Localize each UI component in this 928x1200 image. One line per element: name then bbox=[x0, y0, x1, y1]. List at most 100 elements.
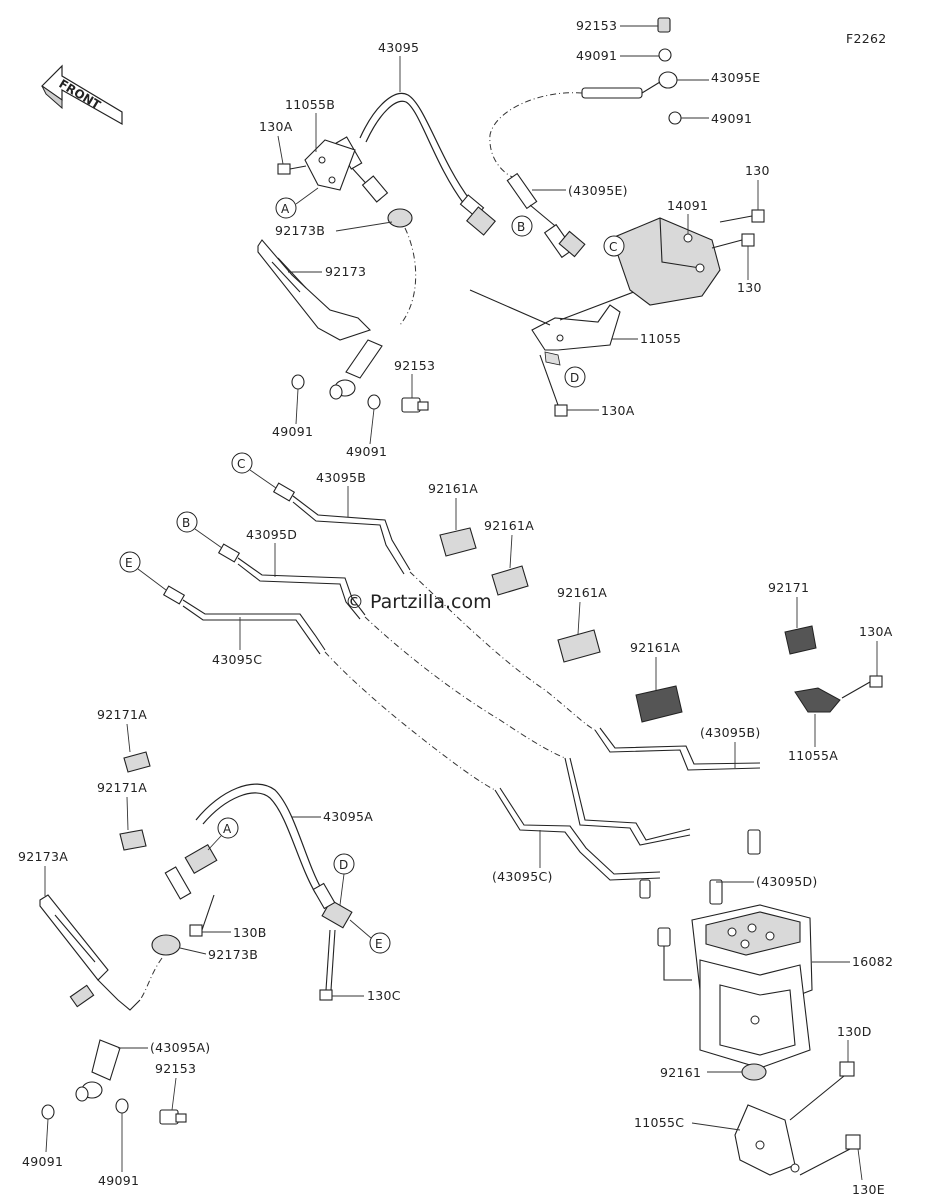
brake-pipe-43095D bbox=[217, 543, 691, 846]
label-92173B-top: 92173B bbox=[275, 223, 325, 238]
damper-92161 bbox=[741, 1063, 767, 1081]
master-cylinder-hose-43095 bbox=[335, 92, 496, 236]
bolts-130-top-right bbox=[711, 209, 765, 249]
label-43095D: 43095D bbox=[246, 527, 297, 542]
bracket-11055A bbox=[794, 675, 883, 713]
label-43095E: 43095E bbox=[711, 70, 760, 85]
front-direction-arrow: FRONT bbox=[41, 64, 123, 126]
callout-B-top: B bbox=[511, 215, 533, 237]
svg-text:E: E bbox=[125, 556, 133, 570]
label-130C: 130C bbox=[367, 988, 401, 1003]
top-fittings-43095E bbox=[489, 17, 682, 259]
label-16082: 16082 bbox=[852, 954, 893, 969]
label-11055A: 11055A bbox=[788, 748, 838, 763]
bolt-130E bbox=[799, 1134, 861, 1176]
bolt-130B bbox=[189, 894, 215, 937]
label-92171A-1: 92171A bbox=[97, 707, 147, 722]
svg-text:C: C bbox=[237, 457, 245, 471]
brake-pipe-43095B bbox=[272, 482, 761, 771]
label-11055C: 11055C bbox=[634, 1115, 684, 1130]
label-92153-top: 92153 bbox=[576, 18, 617, 33]
label-92161A-1: 92161A bbox=[428, 481, 478, 496]
label-130-b: 130 bbox=[737, 280, 762, 295]
clips-92171A bbox=[119, 751, 151, 851]
hose-end-fitting-low bbox=[75, 1039, 121, 1102]
label-49091-top-b: 49091 bbox=[711, 111, 752, 126]
callout-E-mid: E bbox=[119, 551, 167, 591]
callout-E-low: E bbox=[349, 919, 391, 954]
label-130-a: 130 bbox=[745, 163, 770, 178]
grommet-92173B-top bbox=[387, 208, 417, 326]
label-49091-low-left: 49091 bbox=[22, 1154, 63, 1169]
bolt-130C bbox=[319, 929, 336, 1001]
hose-end-fitting-top bbox=[329, 339, 383, 400]
label-92171: 92171 bbox=[768, 580, 809, 595]
label-92153-low: 92153 bbox=[155, 1061, 196, 1076]
label-14091: 14091 bbox=[667, 198, 708, 213]
callout-B-mid: B bbox=[176, 511, 223, 549]
label-92173: 92173 bbox=[325, 264, 366, 279]
label-130A-right: 130A bbox=[859, 624, 893, 639]
label-92171A-2: 92171A bbox=[97, 780, 147, 795]
label-43095D-paren: (43095D) bbox=[756, 874, 818, 889]
label-43095B-paren: (43095B) bbox=[700, 725, 761, 740]
bracket-92173A bbox=[39, 894, 141, 1011]
callout-D-low: D bbox=[333, 853, 355, 906]
label-92161A-3: 92161A bbox=[557, 585, 607, 600]
bolt-130A-top bbox=[277, 163, 307, 175]
cover-14091 bbox=[611, 217, 721, 306]
label-11055B: 11055B bbox=[285, 97, 335, 112]
label-130B: 130B bbox=[233, 925, 267, 940]
label-130A-mid: 130A bbox=[601, 403, 635, 418]
bracket-11055C bbox=[734, 1104, 800, 1176]
label-92153-mid: 92153 bbox=[394, 358, 435, 373]
label-11055: 11055 bbox=[640, 331, 681, 346]
label-43095B: 43095B bbox=[316, 470, 366, 485]
grommet-92173B-low bbox=[139, 934, 181, 1001]
callout-D-top: D bbox=[564, 366, 586, 388]
label-92173B-low: 92173B bbox=[208, 947, 258, 962]
label-92161: 92161 bbox=[660, 1065, 701, 1080]
label-43095C-paren: (43095C) bbox=[492, 869, 553, 884]
brake-pipe-43095C bbox=[162, 585, 661, 881]
label-43095A: 43095A bbox=[323, 809, 373, 824]
label-43095-top: 43095 bbox=[378, 40, 419, 55]
clamp-92171 bbox=[784, 625, 817, 655]
svg-text:A: A bbox=[281, 202, 290, 216]
bracket-11055 bbox=[469, 281, 661, 366]
label-92161A-4: 92161A bbox=[630, 640, 680, 655]
label-43095E-paren: (43095E) bbox=[568, 183, 628, 198]
svg-text:D: D bbox=[339, 858, 348, 872]
svg-text:B: B bbox=[517, 220, 525, 234]
label-130D: 130D bbox=[837, 1024, 872, 1039]
bracket-11055B bbox=[304, 139, 356, 191]
hose-43095A bbox=[164, 783, 353, 929]
label-130E: 130E bbox=[852, 1182, 885, 1197]
svg-text:C: C bbox=[609, 240, 617, 254]
label-43095A-paren: (43095A) bbox=[150, 1040, 210, 1055]
label-92161A-2: 92161A bbox=[484, 518, 534, 533]
svg-text:A: A bbox=[223, 822, 232, 836]
callout-A-low: A bbox=[207, 817, 239, 851]
callout-C-mid: C bbox=[231, 452, 277, 489]
banjo-bolt-92153-mid bbox=[401, 397, 429, 413]
washers-49091-low bbox=[41, 1098, 129, 1120]
label-43095C: 43095C bbox=[212, 652, 262, 667]
watermark: © Partzilla.com bbox=[345, 591, 492, 613]
label-49091-mid-right: 49091 bbox=[346, 444, 387, 459]
bolt-130D bbox=[789, 1061, 855, 1121]
front-label: FRONT bbox=[56, 77, 103, 113]
figure-code: F2262 bbox=[846, 31, 887, 46]
banjo-bolt-92153-low bbox=[159, 1109, 187, 1125]
label-49091-top-a: 49091 bbox=[576, 48, 617, 63]
bolt-130A-mid bbox=[539, 354, 568, 417]
svg-text:E: E bbox=[375, 937, 383, 951]
callout-A-top: A bbox=[275, 187, 319, 219]
abs-hydraulic-unit-16082 bbox=[639, 829, 813, 1069]
label-group: 43095 11055B 130A 92173B 92173 92153 490… bbox=[18, 18, 893, 1197]
pipe-clamps-92161A bbox=[439, 527, 683, 723]
svg-text:B: B bbox=[182, 516, 190, 530]
label-92173A: 92173A bbox=[18, 849, 68, 864]
callout-C-top: C bbox=[603, 235, 625, 257]
